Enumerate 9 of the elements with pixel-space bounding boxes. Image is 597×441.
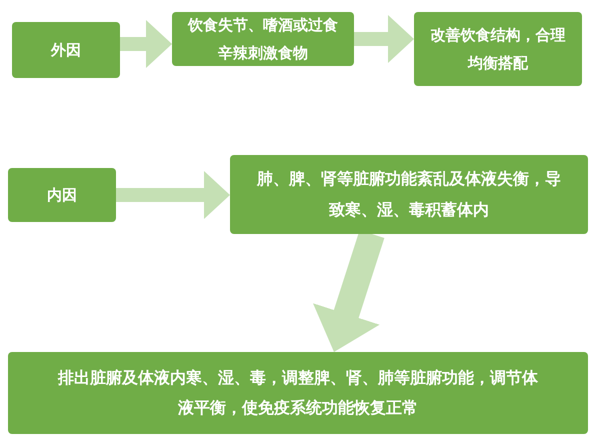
process-box: 改善饮食结构，合理均衡搭配 [414,12,582,86]
process-box: 肺、脾、肾等脏腑功能紊乱及体液失衡，导致寒、湿、毒积蓄体内 [230,155,588,234]
block-arrow [354,15,414,63]
process-box: 外因 [12,22,120,78]
block-arrow [116,171,230,219]
process-box: 内因 [8,168,116,222]
process-box: 饮食失节、嗜酒或过食辛辣刺激食物 [172,12,354,66]
process-box: 排出脏腑及体液内寒、湿、毒，调整脾、肾、肺等脏腑功能，调节体液平衡，使免疫系统功能恢复正常 [8,352,588,434]
block-arrow [120,20,172,68]
